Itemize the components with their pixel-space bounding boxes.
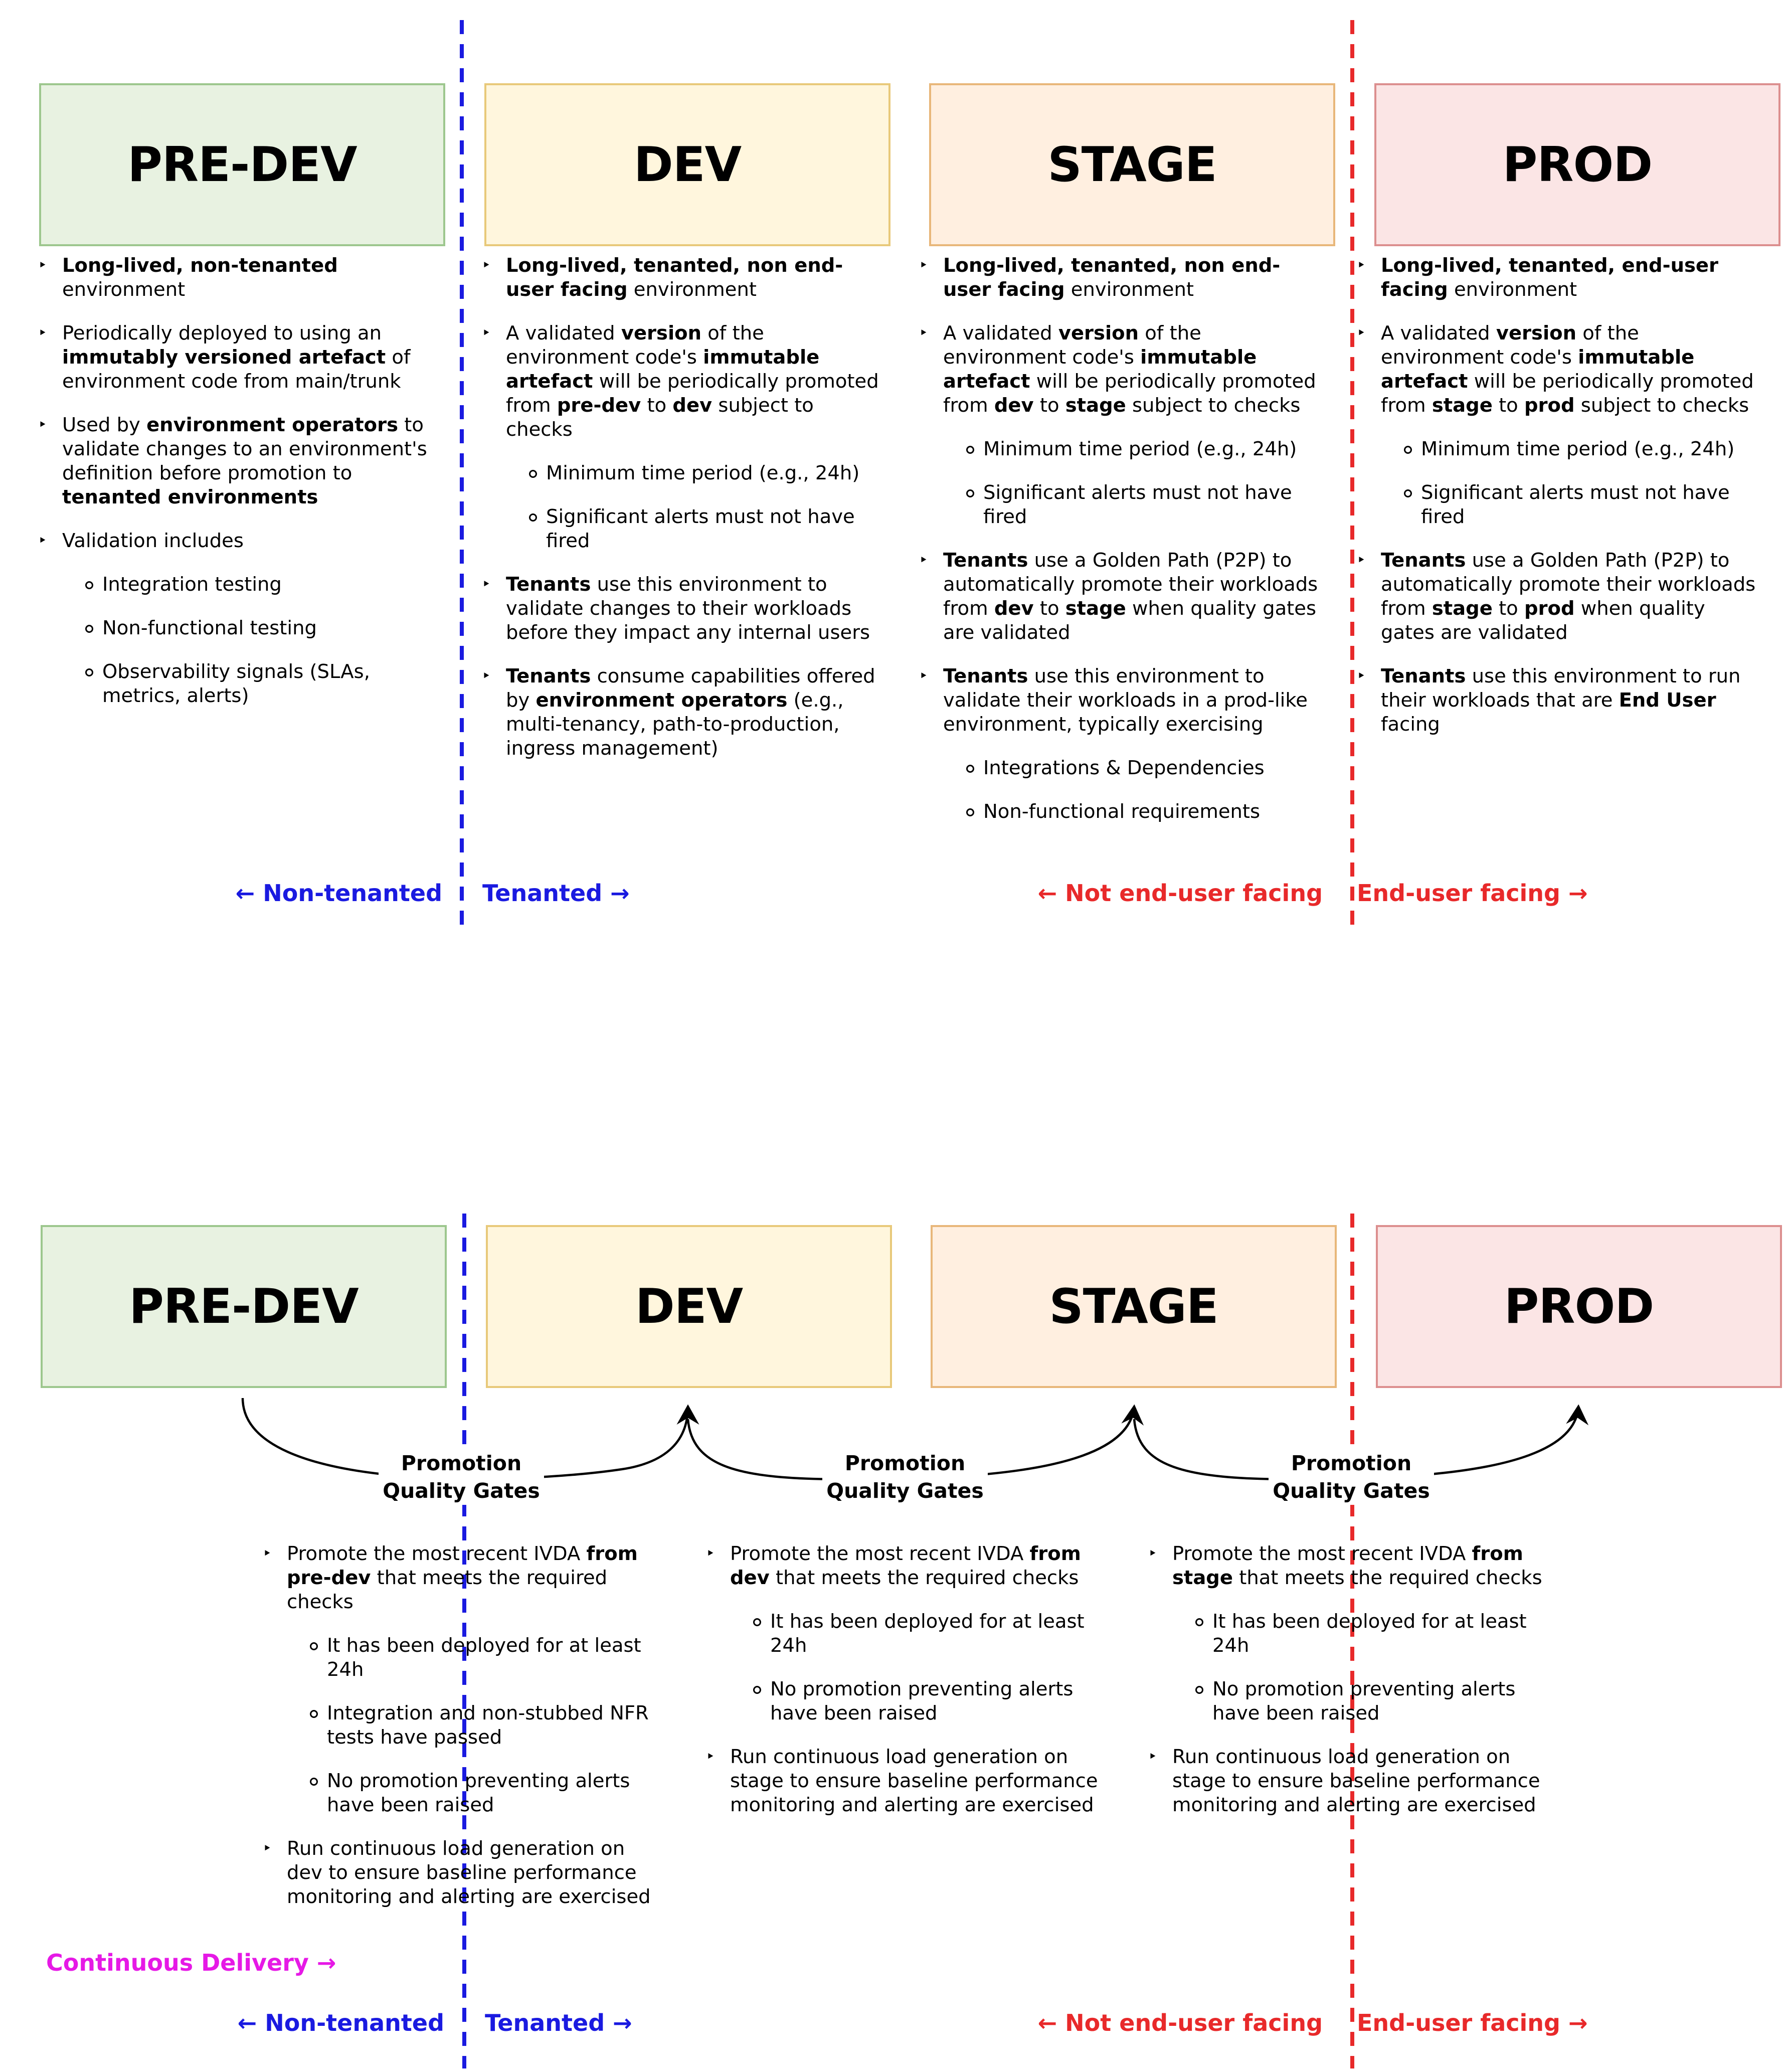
list-item: Long-lived, tenanted, non end-user facin… [482, 254, 883, 302]
dev-stage-gate-checks: Promote the most recent IVDA from dev th… [706, 1542, 1107, 1837]
predev-title: PRE-DEV [127, 137, 357, 193]
sub-list-item: Significant alerts must not have fired [1381, 481, 1763, 529]
list-item: A validated version of the environment c… [1357, 321, 1763, 529]
not-end-user-facing-label-bottom: ← Not end-user facing [1037, 2009, 1323, 2036]
list-item: Long-lived, tenanted, end-user facing en… [1357, 254, 1763, 302]
stage-title: STAGE [1049, 1279, 1218, 1334]
prod-box-top: PROD [1374, 83, 1780, 246]
list-item: Used by environment operators to validat… [38, 413, 439, 509]
dev-title: DEV [633, 137, 742, 193]
dev-description: Long-lived, tenanted, non end-user facin… [482, 254, 883, 780]
gate-line1: Promotion [401, 1451, 522, 1475]
list-item: Promote the most recent IVDA from stage … [1148, 1542, 1549, 1725]
predev-description: Long-lived, non-tenanted environment Per… [38, 254, 439, 728]
sub-list-item: Minimum time period (e.g., 24h) [943, 437, 1325, 461]
sub-list-item: No promotion preventing alerts have been… [730, 1677, 1107, 1725]
dev-box-bottom: DEV [486, 1225, 892, 1388]
predev-title: PRE-DEV [129, 1279, 359, 1334]
promotion-quality-gate-predev-dev: Promotion Quality Gates [379, 1450, 544, 1505]
list-item: Tenants consume capabilities offered by … [482, 664, 883, 761]
gate-line1: Promotion [844, 1451, 966, 1475]
gate-line2: Quality Gates [383, 1479, 540, 1503]
stage-box-bottom: STAGE [931, 1225, 1337, 1388]
stage-box-top: STAGE [929, 83, 1335, 246]
dev-box-top: DEV [484, 83, 890, 246]
list-item: A validated version of the environment c… [919, 321, 1325, 529]
predev-dev-gate-checks: Promote the most recent IVDA from pre-de… [263, 1542, 664, 1929]
predev-box-bottom: PRE-DEV [41, 1225, 447, 1388]
list-item: Run continuous load generation on dev to… [263, 1837, 664, 1909]
gate-line2: Quality Gates [1273, 1479, 1430, 1503]
sub-list-item: Observability signals (SLAs, metrics, al… [62, 660, 439, 708]
sub-list-item: It has been deployed for at least 24h [1172, 1610, 1549, 1658]
non-tenanted-label-top: ← Non-tenanted [235, 880, 442, 907]
prod-title: PROD [1502, 137, 1653, 193]
list-item: Run continuous load generation on stage … [1148, 1745, 1549, 1817]
gate-line2: Quality Gates [826, 1479, 984, 1503]
list-item: A validated version of the environment c… [482, 321, 883, 553]
prod-description: Long-lived, tenanted, end-user facing en… [1357, 254, 1763, 756]
dev-title: DEV [635, 1279, 743, 1334]
sub-list-item: Integrations & Dependencies [943, 756, 1325, 780]
list-item: Promote the most recent IVDA from pre-de… [263, 1542, 664, 1817]
sub-list-item: Minimum time period (e.g., 24h) [1381, 437, 1763, 461]
continuous-delivery-label: Continuous Delivery → [46, 1949, 336, 1976]
tenanted-label-bottom: Tenanted → [485, 2009, 632, 2036]
prod-title: PROD [1504, 1279, 1654, 1334]
end-user-facing-label-top: End-user facing → [1357, 880, 1588, 907]
sub-list-item: No promotion preventing alerts have been… [287, 1769, 664, 1817]
list-item: Tenants use this environment to validate… [482, 573, 883, 645]
list-item: Tenants use a Golden Path (P2P) to autom… [919, 549, 1325, 645]
sub-list-item: It has been deployed for at least 24h [730, 1610, 1107, 1658]
stage-prod-gate-checks: Promote the most recent IVDA from stage … [1148, 1542, 1549, 1837]
list-item: Tenants use a Golden Path (P2P) to autom… [1357, 549, 1763, 645]
list-item: Long-lived, non-tenanted environment [38, 254, 439, 302]
list-item: Long-lived, tenanted, non end-user facin… [919, 254, 1325, 302]
list-item: Validation includes Integration testing … [38, 529, 439, 708]
predev-box-top: PRE-DEV [39, 83, 445, 246]
stage-title: STAGE [1047, 137, 1217, 193]
sub-list-item: Significant alerts must not have fired [943, 481, 1325, 529]
sub-list-item: It has been deployed for at least 24h [287, 1634, 664, 1682]
not-end-user-facing-label-top: ← Not end-user facing [1037, 880, 1323, 907]
tenanted-label-top: Tenanted → [482, 880, 630, 907]
list-item: Tenants use this environment to run thei… [1357, 664, 1763, 737]
sub-list-item: Integration testing [62, 573, 439, 597]
list-item: Tenants use this environment to validate… [919, 664, 1325, 824]
prod-box-bottom: PROD [1376, 1225, 1782, 1388]
promotion-quality-gate-stage-prod: Promotion Quality Gates [1269, 1450, 1434, 1505]
sub-list-item: Non-functional testing [62, 616, 439, 640]
sub-list-item: Minimum time period (e.g., 24h) [506, 461, 883, 485]
list-item: Run continuous load generation on stage … [706, 1745, 1107, 1817]
list-item: Periodically deployed to using an immuta… [38, 321, 439, 394]
non-tenanted-label-bottom: ← Non-tenanted [237, 2009, 444, 2036]
stage-description: Long-lived, tenanted, non end-user facin… [919, 254, 1325, 843]
sub-list-item: Non-functional requirements [943, 800, 1325, 824]
sub-list-item: Significant alerts must not have fired [506, 505, 883, 553]
gate-line1: Promotion [1291, 1451, 1412, 1475]
end-user-facing-label-bottom: End-user facing → [1357, 2009, 1588, 2036]
sub-list-item: No promotion preventing alerts have been… [1172, 1677, 1549, 1725]
list-item: Promote the most recent IVDA from dev th… [706, 1542, 1107, 1725]
sub-list-item: Integration and non-stubbed NFR tests ha… [287, 1701, 664, 1750]
promotion-quality-gate-dev-stage: Promotion Quality Gates [822, 1450, 988, 1505]
